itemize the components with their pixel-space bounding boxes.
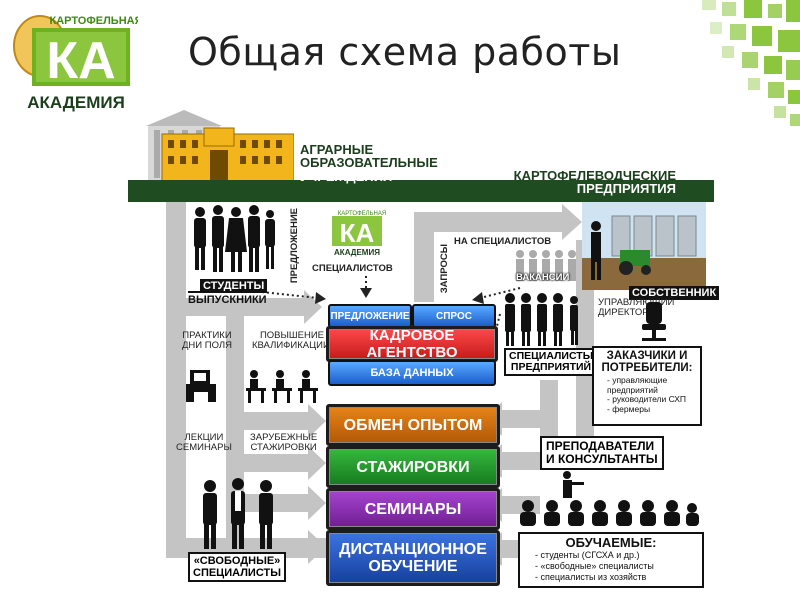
lectures-label: ЛЕКЦИИ СЕМИНАРЫ bbox=[176, 433, 232, 453]
specialists-label: СПЕЦИАЛИСТОВ bbox=[312, 263, 393, 274]
enterprise-specialists-box: СПЕЦИАЛИСТЫ ПРЕДПРИЯТИЙ bbox=[504, 348, 598, 376]
demand-pill: СПРОС bbox=[412, 304, 496, 328]
customers-panel: ЗАКАЗЧИКИ и ПОТРЕБИТЕЛИ: - управляющие п… bbox=[592, 346, 702, 426]
teachers-line2: и КОНСУЛЬТАНТЫ bbox=[546, 452, 658, 466]
students-label: СТУДЕНТЫ bbox=[200, 279, 268, 293]
practice-label: ПРАКТИКИ ДНИ ПОЛЯ bbox=[182, 331, 232, 351]
learners-list: - студенты (СГСХА и др.) - «свободные» с… bbox=[520, 550, 702, 583]
banner-left-title: АГРАРНЫЕ ОБРАЗОВАТЕЛЬНЫЕ УЧРЕЖДЕНИЯ bbox=[300, 143, 438, 183]
lecturer-icon bbox=[563, 471, 584, 498]
offer-pill: ПРЕДЛОЖЕНИЕ bbox=[328, 304, 412, 328]
logo-top-text: КАРТОФЕЛЬНАЯ bbox=[50, 15, 139, 27]
banner-left-line1: АГРАРНЫЕ bbox=[300, 142, 374, 157]
logo-bottom-text: АКАДЕМИЯ bbox=[27, 93, 125, 112]
free-specialists-icon bbox=[203, 478, 273, 549]
offer-vertical-label: ПРЕДЛОЖЕНИЕ bbox=[289, 208, 300, 284]
audience-icon bbox=[520, 500, 699, 526]
foreign-internships-label: ЗАРУБЕЖНЫЕ СТАЖИРОВКИ bbox=[250, 433, 317, 453]
mini-logo-letters: КА bbox=[340, 218, 375, 248]
distance-learning-line2: ОБУЧЕНИЕ bbox=[368, 558, 458, 575]
students-label-line1: СТУДЕНТЫ bbox=[203, 280, 265, 292]
practice-line2: ДНИ ПОЛЯ bbox=[182, 340, 232, 351]
customers-item: - руководители СХП bbox=[607, 394, 687, 404]
vacancies-label: ВАКАНСИИ bbox=[516, 272, 570, 283]
enterprise-specialists-line2: ПРЕДПРИЯТИЙ bbox=[510, 361, 592, 373]
students-group-icon bbox=[194, 205, 275, 272]
kartofelnaya-akademiya-logo: КА КАРТОФЕЛЬНАЯ АКАДЕМИЯ bbox=[13, 15, 139, 112]
foreign-internships-line2: СТАЖИРОВКИ bbox=[250, 442, 317, 453]
enterprise-specialists-icon bbox=[505, 293, 578, 346]
manager-line1: УПРАВЛЯЮЩИЙ bbox=[598, 297, 675, 308]
customers-list: - управляющие предприятий - руководители… bbox=[594, 375, 700, 414]
mini-logo: КА КАРТОФЕЛЬНАЯ АКАДЕМИЯ bbox=[326, 208, 388, 258]
farm-photo bbox=[582, 202, 706, 290]
learners-panel: ОБУЧАЕМЫЕ: - студенты (СГСХА и др.) - «с… bbox=[518, 532, 704, 588]
graduates-label: ВЫПУСКНИКИ bbox=[188, 291, 267, 306]
customers-item: - управляющие bbox=[607, 375, 668, 385]
learners-title: ОБУЧАЕМЫЕ: bbox=[565, 535, 657, 550]
lectures-line1: ЛЕКЦИИ bbox=[184, 432, 224, 443]
owner-label: СОБСТВЕННИК bbox=[629, 286, 720, 300]
banner-right-line2: ПРЕДПРИЯТИЯ bbox=[576, 181, 676, 196]
banner-left-line3: УЧРЕЖДЕНИЯ bbox=[300, 169, 393, 184]
teachers-box: ПРЕПОДАВАТЕЛИ и КОНСУЛЬТАНТЫ bbox=[540, 436, 664, 470]
enterprise-specialists-line1: СПЕЦИАЛИСТЫ bbox=[509, 350, 593, 362]
banner-right-line1: КАРТОФЕЛЕВОДЧЕСКИЕ bbox=[513, 168, 676, 183]
internships-block: СТАЖИРОВКИ bbox=[326, 446, 500, 488]
tractor-icon bbox=[186, 370, 216, 402]
top-green-banner bbox=[128, 180, 714, 202]
experience-exchange-block: ОБМЕН ОПЫТОМ bbox=[326, 404, 500, 446]
free-specialists-line1: «СВОБОДНЫЕ» bbox=[193, 555, 281, 567]
hr-agency-block: КАДРОВОЕ АГЕНТСТВО bbox=[326, 326, 498, 362]
free-specialists-line2: СПЕЦИАЛИСТЫ bbox=[193, 567, 281, 579]
database-pill: БАЗА ДАННЫХ bbox=[328, 360, 496, 386]
slide-title: Общая схема работы bbox=[188, 30, 622, 74]
customers-title-line1: ЗАКАЗЧИКИ и bbox=[606, 350, 688, 362]
distance-learning-block: ДИСТАНЦИОННОЕ ОБУЧЕНИЕ bbox=[326, 530, 500, 586]
office-chair-icon bbox=[642, 302, 666, 341]
classroom-desks-icon bbox=[246, 370, 318, 403]
customers-item: - фермеры bbox=[607, 403, 651, 414]
for-specialists-label: НА СПЕЦИАЛИСТОВ bbox=[454, 236, 552, 247]
qualification-line1: ПОВЫШЕНИЕ bbox=[259, 330, 324, 341]
learners-item: - специалисты из хозяйств bbox=[535, 572, 647, 582]
qualification-line2: КВАЛИФИКАЦИИ bbox=[252, 340, 330, 351]
learners-item: - студенты (СГСХА и др.) bbox=[535, 550, 640, 560]
seminars-block: СЕМИНАРЫ bbox=[326, 488, 500, 530]
learners-item: - «свободные» специалисты bbox=[535, 561, 654, 571]
customers-item: предприятий bbox=[607, 384, 658, 395]
banner-left-line2: ОБРАЗОВАТЕЛЬНЫЕ bbox=[300, 155, 438, 170]
university-building-icon bbox=[146, 110, 294, 183]
vacancies-figures-icon bbox=[516, 250, 576, 281]
logo-letters: КА bbox=[46, 32, 115, 90]
customers-title: ЗАКАЗЧИКИ и ПОТРЕБИТЕЛИ: bbox=[594, 348, 700, 376]
lectures-line2: СЕМИНАРЫ bbox=[176, 442, 232, 453]
requests-vertical-label: ЗАПРОСЫ bbox=[439, 244, 450, 294]
customers-title-line2: ПОТРЕБИТЕЛИ: bbox=[601, 362, 693, 374]
free-specialists-box: «СВОБОДНЫЕ» СПЕЦИАЛИСТЫ bbox=[188, 552, 286, 582]
green-mosaic-decoration bbox=[702, 0, 800, 126]
foreign-internships-line1: ЗАРУБЕЖНЫЕ bbox=[250, 432, 318, 443]
mini-logo-bottom: АКАДЕМИЯ bbox=[334, 248, 380, 257]
distance-learning-line1: ДИСТАНЦИОННОЕ bbox=[339, 541, 487, 558]
teachers-line1: ПРЕПОДАВАТЕЛИ bbox=[546, 439, 655, 453]
mini-logo-top: КАРТОФЕЛЬНАЯ bbox=[338, 211, 386, 217]
banner-right-title: КАРТОФЕЛЕВОДЧЕСКИЕ ПРЕДПРИЯТИЯ bbox=[490, 169, 676, 195]
qualification-label: ПОВЫШЕНИЕ КВАЛИФИКАЦИИ bbox=[252, 330, 330, 351]
manager-label: УПРАВЛЯЮЩИЙ ДИРЕКТОР bbox=[598, 298, 674, 318]
manager-line2: ДИРЕКТОР bbox=[598, 307, 649, 318]
practice-line1: ПРАКТИКИ bbox=[182, 330, 232, 341]
